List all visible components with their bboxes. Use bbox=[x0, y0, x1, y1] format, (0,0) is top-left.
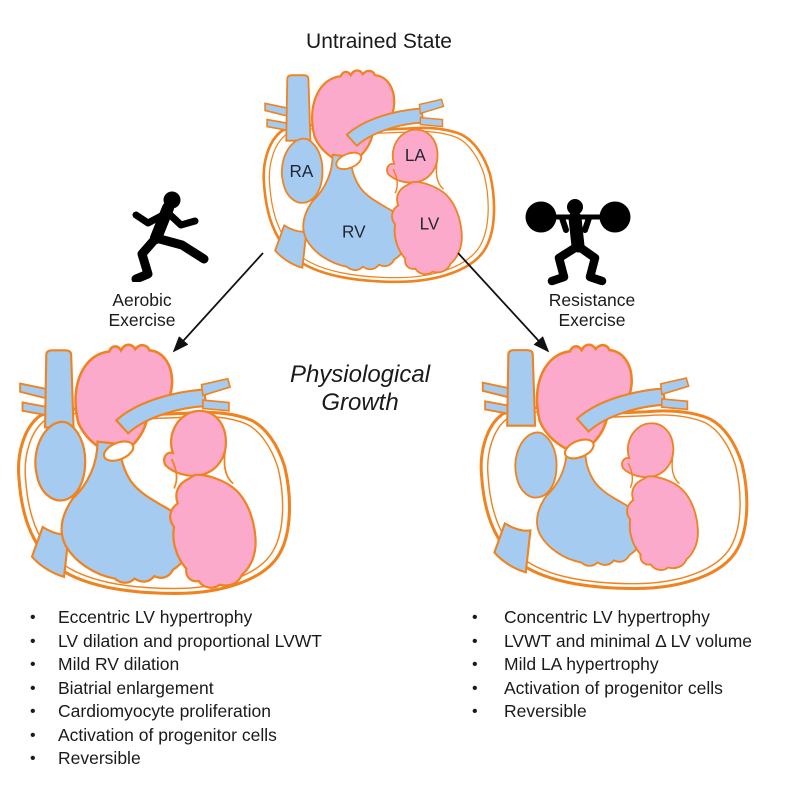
untrained-state-title: Untrained State bbox=[306, 30, 452, 53]
pulmonary-branch bbox=[200, 377, 232, 397]
pulmonary-artery bbox=[345, 107, 425, 148]
list-item: Reversible bbox=[468, 700, 798, 724]
left-ventricle bbox=[626, 475, 699, 571]
list-item: Mild RV dilation bbox=[26, 653, 396, 677]
inferior-vena-cava bbox=[30, 525, 71, 579]
aerobic-effects-list: Eccentric LV hypertrophy LV dilation and… bbox=[26, 606, 396, 771]
superior-vena-cava bbox=[285, 74, 312, 142]
ra-label: RA bbox=[289, 161, 313, 181]
mitral-leaflet-line bbox=[392, 168, 398, 194]
superior-vena-cava bbox=[43, 349, 75, 429]
great-vessels bbox=[19, 343, 174, 457]
right-ventricle bbox=[536, 447, 645, 567]
inferior-vena-cava bbox=[493, 521, 532, 574]
right-atrium bbox=[514, 431, 558, 499]
right-ventricle bbox=[60, 440, 192, 584]
list-item: Concentric LV hypertrophy bbox=[468, 606, 798, 630]
lv-label: LV bbox=[420, 213, 440, 233]
resistance-effects-list: Concentric LV hypertrophy LVWT and minim… bbox=[468, 606, 798, 724]
great-vessels bbox=[264, 69, 396, 166]
heart-illustration bbox=[16, 343, 292, 595]
weightlifter-icon bbox=[525, 199, 631, 286]
right-ventricle bbox=[302, 153, 410, 272]
mitral-leaflet-line bbox=[435, 158, 445, 190]
mitral-leaflet-line bbox=[627, 462, 634, 489]
heart-inner-wall-line bbox=[486, 411, 741, 585]
list-item: Activation of progenitor cells bbox=[468, 677, 798, 701]
list-item: Eccentric LV hypertrophy bbox=[26, 606, 396, 630]
heart-chambers bbox=[514, 422, 699, 571]
aortic-valve bbox=[563, 438, 595, 460]
resistance-trained-heart-diagram bbox=[472, 342, 754, 592]
aerobic-label-line1: Aerobic bbox=[112, 290, 172, 310]
physio-line2: Growth bbox=[321, 389, 399, 416]
la-label: LA bbox=[405, 145, 427, 165]
resistance-label-line1: Resistance bbox=[548, 290, 636, 310]
resistance-label-line2: Exercise bbox=[558, 309, 626, 330]
aortic-valve bbox=[102, 440, 135, 462]
untrained-heart-diagram: RA LA RV LV bbox=[256, 68, 500, 285]
heart-illustration bbox=[479, 343, 749, 591]
resistance-exercise-label: Resistance Exercise bbox=[536, 290, 648, 330]
chamber-labels: RA LA RV LV bbox=[289, 145, 439, 242]
list-item: Cardiomyocyte proliferation bbox=[26, 700, 396, 724]
great-vessels bbox=[481, 343, 633, 454]
heart-illustration: RA LA RV LV bbox=[262, 69, 496, 284]
list-item: Mild LA hypertrophy bbox=[468, 653, 798, 677]
list-item: LVWT and minimal Δ LV volume bbox=[468, 630, 798, 654]
physio-line1: Physiological bbox=[289, 361, 431, 388]
runner-icon bbox=[131, 191, 209, 282]
mitral-leaflet-line bbox=[671, 452, 680, 485]
pulmonary-branch bbox=[661, 398, 689, 411]
rv-label: RV bbox=[342, 222, 366, 242]
aortic-valve bbox=[335, 151, 363, 170]
left-ventricle bbox=[169, 473, 257, 589]
heart-chambers bbox=[280, 128, 463, 276]
physiological-growth-label: Physiological Growth bbox=[272, 361, 448, 417]
pulmonary-branch bbox=[201, 399, 230, 412]
list-item: Biatrial enlargement bbox=[26, 677, 396, 701]
list-item: LV dilation and proportional LVWT bbox=[26, 630, 396, 654]
aerobic-exercise-label: Aerobic Exercise bbox=[90, 290, 194, 330]
inferior-vena-cava bbox=[274, 224, 308, 269]
aerobic-arrow bbox=[172, 252, 264, 353]
vein-branch bbox=[481, 381, 512, 400]
left-ventricle bbox=[391, 181, 463, 276]
right-atrium bbox=[280, 137, 324, 204]
pulmonary-branch bbox=[418, 98, 445, 115]
vein-branch bbox=[19, 382, 50, 401]
superior-vena-cava bbox=[506, 349, 537, 427]
right-atrium bbox=[34, 420, 87, 502]
pulmonary-branch bbox=[659, 377, 690, 396]
mitral-leaflet-line bbox=[170, 458, 178, 489]
aerobic-label-line2: Exercise bbox=[108, 309, 176, 330]
list-item: Activation of progenitor cells bbox=[26, 724, 396, 748]
list-item: Reversible bbox=[26, 747, 396, 771]
aerobic-trained-heart-diagram bbox=[8, 342, 298, 597]
heart-chambers bbox=[34, 409, 257, 589]
pulmonary-branch bbox=[419, 116, 444, 128]
resistance-arrow bbox=[457, 252, 550, 353]
mitral-leaflet-line bbox=[223, 446, 234, 485]
vein-branch bbox=[264, 102, 291, 118]
